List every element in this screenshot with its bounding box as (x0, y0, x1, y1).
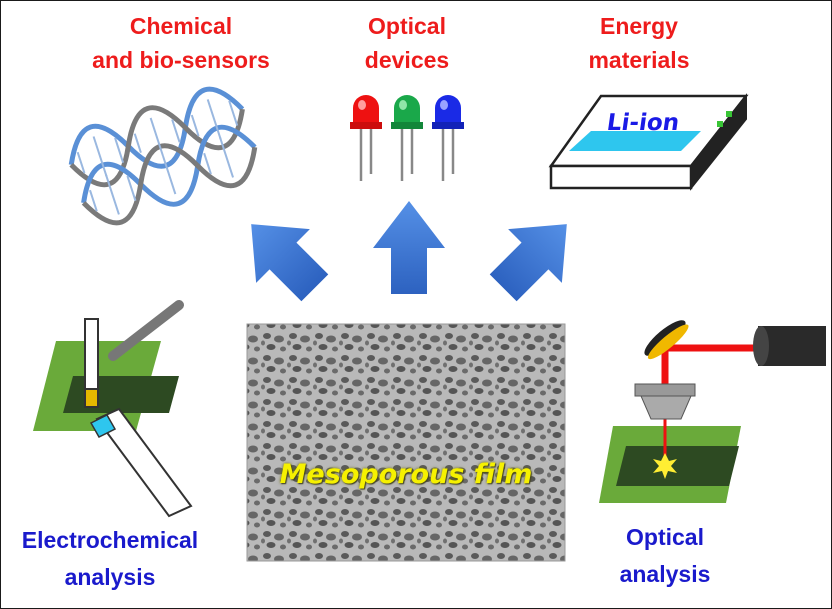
caption-optical-analysis: Optical analysis (619, 524, 711, 587)
battery-icon (548, 93, 749, 191)
caption-chemical-bio-sensors: Chemical and bio-sensors (92, 13, 270, 73)
caption-energy-materials: Energy materials (588, 13, 690, 73)
dna-icon (68, 86, 258, 226)
laser-icon (599, 320, 826, 503)
caption-optical-devices: Optical devices (364, 13, 450, 73)
led-icon (350, 95, 464, 181)
battery-label: Li-ion (605, 110, 681, 136)
up-arrow-icon (251, 201, 567, 302)
electrode-icon (33, 300, 193, 518)
mesoporous-film-label: Mesoporous film (279, 459, 533, 490)
mesoporous-film-image (246, 323, 566, 562)
caption-electrochemical-analysis: Electrochemical analysis (21, 527, 199, 590)
